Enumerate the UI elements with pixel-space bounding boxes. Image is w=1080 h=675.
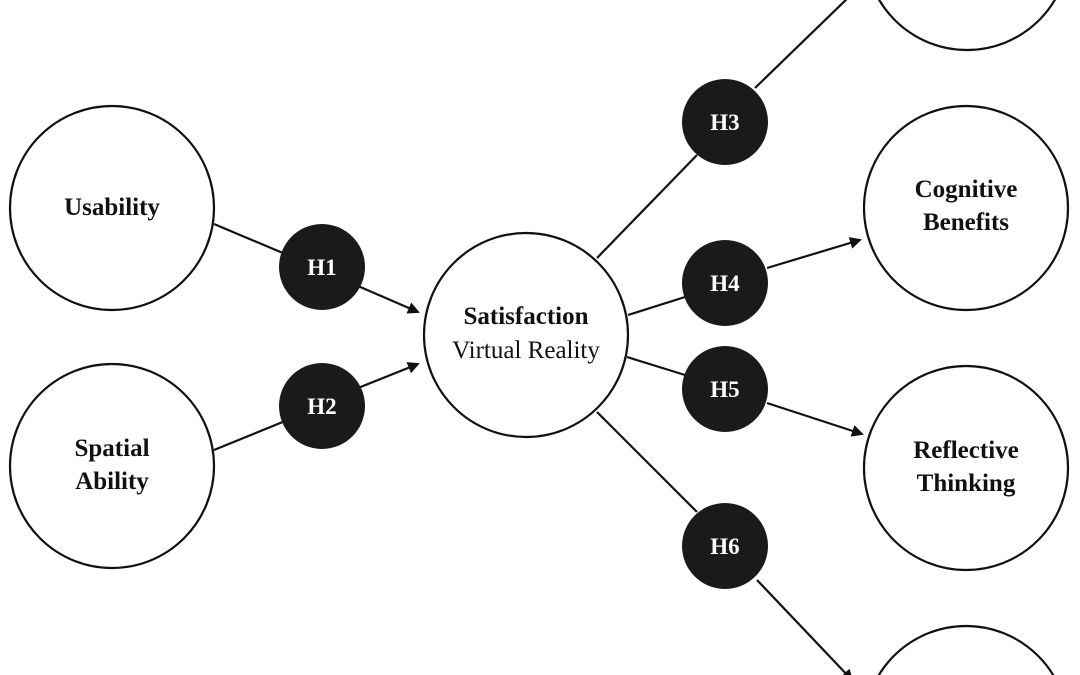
hypothesis-h1-label: H1 — [307, 255, 336, 280]
hypothesis-h3: H3 — [682, 79, 768, 165]
hypothesis-h2-label: H2 — [307, 394, 336, 419]
hypothesis-h5: H5 — [682, 346, 768, 432]
edge-h6-bottom — [756, 579, 854, 675]
node-bottom-cropped — [877, 624, 1055, 675]
connectors — [213, 0, 864, 675]
hypothesis-h1: H1 — [279, 224, 365, 310]
node-spatial-ability-line1: Spatial — [74, 435, 149, 462]
node-reflective-thinking-line2: Thinking — [917, 470, 1016, 497]
node-usability: Usability — [8, 104, 216, 312]
node-cognitive-benefits-line2: Benefits — [923, 209, 1009, 236]
node-satisfaction-line2: Virtual Reality — [452, 337, 600, 364]
hypothesis-h6: H6 — [682, 503, 768, 589]
edge-h5-reflective — [766, 401, 864, 437]
edge-h1-satisfaction — [357, 284, 420, 314]
node-reflective-thinking-line1: Reflective — [913, 437, 1018, 464]
edge-satisfaction-h6 — [596, 411, 698, 513]
hypothesis-h4-label: H4 — [710, 271, 740, 296]
edge-h3-top — [754, 0, 848, 89]
hypothesis-h2: H2 — [279, 363, 365, 449]
node-spatial-ability: Spatial Ability — [8, 362, 216, 570]
hypothesis-h6-label: H6 — [710, 534, 739, 559]
node-cognitive-benefits: Cognitive Benefits — [862, 104, 1070, 312]
node-satisfaction-line1: Satisfaction — [464, 303, 589, 330]
edge-satisfaction-h5 — [626, 355, 686, 377]
edge-spatial-h2 — [213, 417, 291, 452]
node-usability-label: Usability — [64, 194, 160, 221]
edge-satisfaction-h3 — [596, 154, 698, 259]
edge-h4-cognitive — [766, 237, 862, 270]
node-cognitive-benefits-line1: Cognitive — [915, 176, 1018, 203]
edge-h2-satisfaction — [357, 362, 420, 390]
node-top-cropped — [878, 0, 1056, 52]
node-satisfaction: Satisfaction Virtual Reality — [422, 231, 630, 439]
edge-usability-h1 — [213, 222, 291, 258]
edge-satisfaction-h4 — [627, 295, 686, 317]
hypothesis-h4: H4 — [682, 240, 768, 326]
node-reflective-thinking: Reflective Thinking — [862, 364, 1070, 572]
hypothesis-h3-label: H3 — [710, 110, 739, 135]
hypothesis-h5-label: H5 — [710, 377, 739, 402]
node-spatial-ability-line2: Ability — [75, 468, 149, 495]
